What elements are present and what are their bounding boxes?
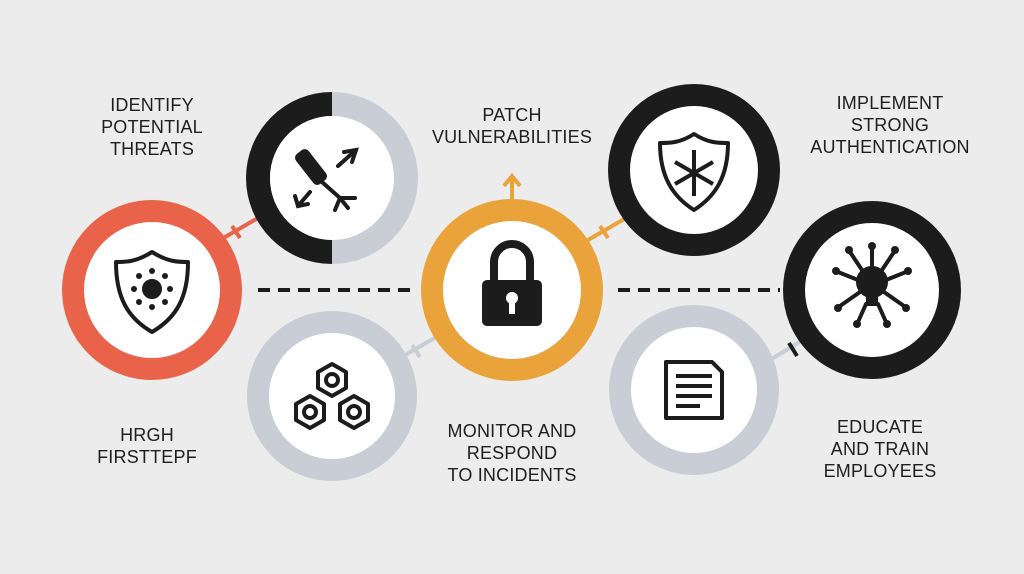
label-line: HRGH: [120, 425, 174, 445]
label-line: IDENTIFY: [110, 95, 194, 115]
label-line: PATCH: [482, 105, 542, 125]
shield-threat-node: [62, 200, 242, 380]
arrow-up-from-lock: [502, 172, 522, 200]
connector-bottom-to-lock: [398, 334, 440, 360]
label-line: IMPLEMENT: [836, 93, 944, 113]
label-line: AND TRAIN: [830, 439, 930, 459]
lock-node: [421, 199, 603, 381]
label-patch-vulnerabilities: PATCH VULNERABILITIES: [422, 104, 602, 148]
shield-snowflake-icon: [658, 132, 730, 212]
connector-lock-to-top: [586, 216, 628, 242]
label-line: STRONG: [850, 115, 930, 135]
label-implement-authentication: IMPLEMENT STRONG AUTHENTICATION: [800, 92, 980, 158]
document-icon: [664, 360, 724, 420]
connector-red-to-top: [218, 216, 260, 242]
label-identify-threats: IDENTIFY POTENTIAL THREATS: [82, 94, 222, 160]
lightbulb-network-icon: [832, 242, 912, 328]
label-line: FIRSTTEPF: [97, 447, 197, 467]
systems-node: [247, 311, 417, 481]
label-line: EMPLOYEES: [823, 461, 937, 481]
label-first-step: HRGH FIRSTTEPF: [72, 424, 222, 468]
label-monitor-respond: MONITOR AND RESPOND TO INCIDENTS: [432, 420, 592, 486]
label-line: VULNERABILITIES: [431, 127, 593, 147]
label-line: POTENTIAL: [101, 117, 203, 137]
threat-detection-node: [246, 92, 418, 264]
label-line: EDUCATE: [836, 417, 924, 437]
label-line: MONITOR AND: [447, 421, 577, 441]
shield-network-node: [608, 84, 780, 256]
probe-arrows-icon: [293, 147, 359, 212]
shield-virus-icon: [114, 250, 190, 334]
label-educate-train: EDUCATE AND TRAIN EMPLOYEES: [810, 416, 950, 482]
padlock-icon: [482, 240, 542, 326]
label-line: TO INCIDENTS: [447, 465, 577, 485]
label-line: THREATS: [109, 139, 195, 159]
label-line: RESPOND: [466, 443, 558, 463]
label-line: AUTHENTICATION: [810, 137, 970, 157]
document-node: [609, 305, 779, 475]
lightbulb-node: [783, 201, 961, 379]
hexagon-nuts-icon: [294, 362, 370, 430]
